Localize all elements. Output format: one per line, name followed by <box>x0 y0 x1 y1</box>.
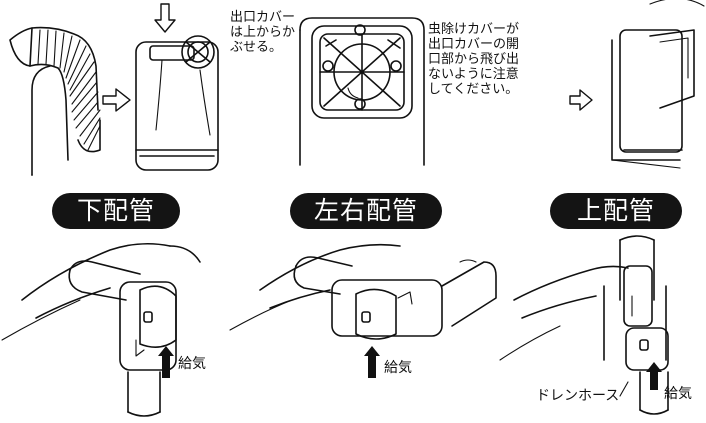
drain-hose-label: ドレンホース <box>536 388 620 404</box>
down-arrow-icon <box>154 3 176 33</box>
section-label-top-piping: 上配管 <box>550 193 682 229</box>
finished-hood-figure <box>611 0 705 169</box>
up-arrow-icon <box>158 346 174 378</box>
supply-air-label: 給気 <box>384 360 412 376</box>
up-arrow-icon <box>646 362 662 390</box>
right-arrow-icon <box>102 88 131 112</box>
top-piping-illustration <box>499 235 669 415</box>
cover-from-top-note: 出口カバー は上からか ぶせる。 <box>230 10 295 55</box>
right-arrow-icon <box>569 89 593 111</box>
section-label-side-piping: 左右配管 <box>290 193 442 229</box>
note-line: は上からか <box>230 25 296 40</box>
note-line: 出口カバーの開 <box>428 37 520 52</box>
note-line: 虫除けカバーが <box>428 22 520 37</box>
supply-air-label: 給気 <box>178 356 206 372</box>
note-line: ぶせる。 <box>230 40 283 55</box>
outlet-cover-figure <box>135 35 219 171</box>
up-arrow-icon <box>364 346 380 378</box>
note-line: してください。 <box>428 82 519 97</box>
insect-cover-note: 虫除けカバーが 出口カバーの開 口部から飛び出 ないように注意 してください。 <box>428 22 519 97</box>
note-line: ないように注意 <box>428 67 519 82</box>
flex-duct-figure <box>9 26 101 176</box>
supply-air-label: 給気 <box>664 386 692 402</box>
section-label-bottom-piping: 下配管 <box>52 193 180 229</box>
bottom-piping-illustration <box>1 242 201 417</box>
note-line: 口部から飛び出 <box>428 52 520 67</box>
insect-cover-figure <box>299 17 425 166</box>
side-piping-illustration <box>229 243 497 340</box>
note-line: 出口カバー <box>230 10 296 25</box>
